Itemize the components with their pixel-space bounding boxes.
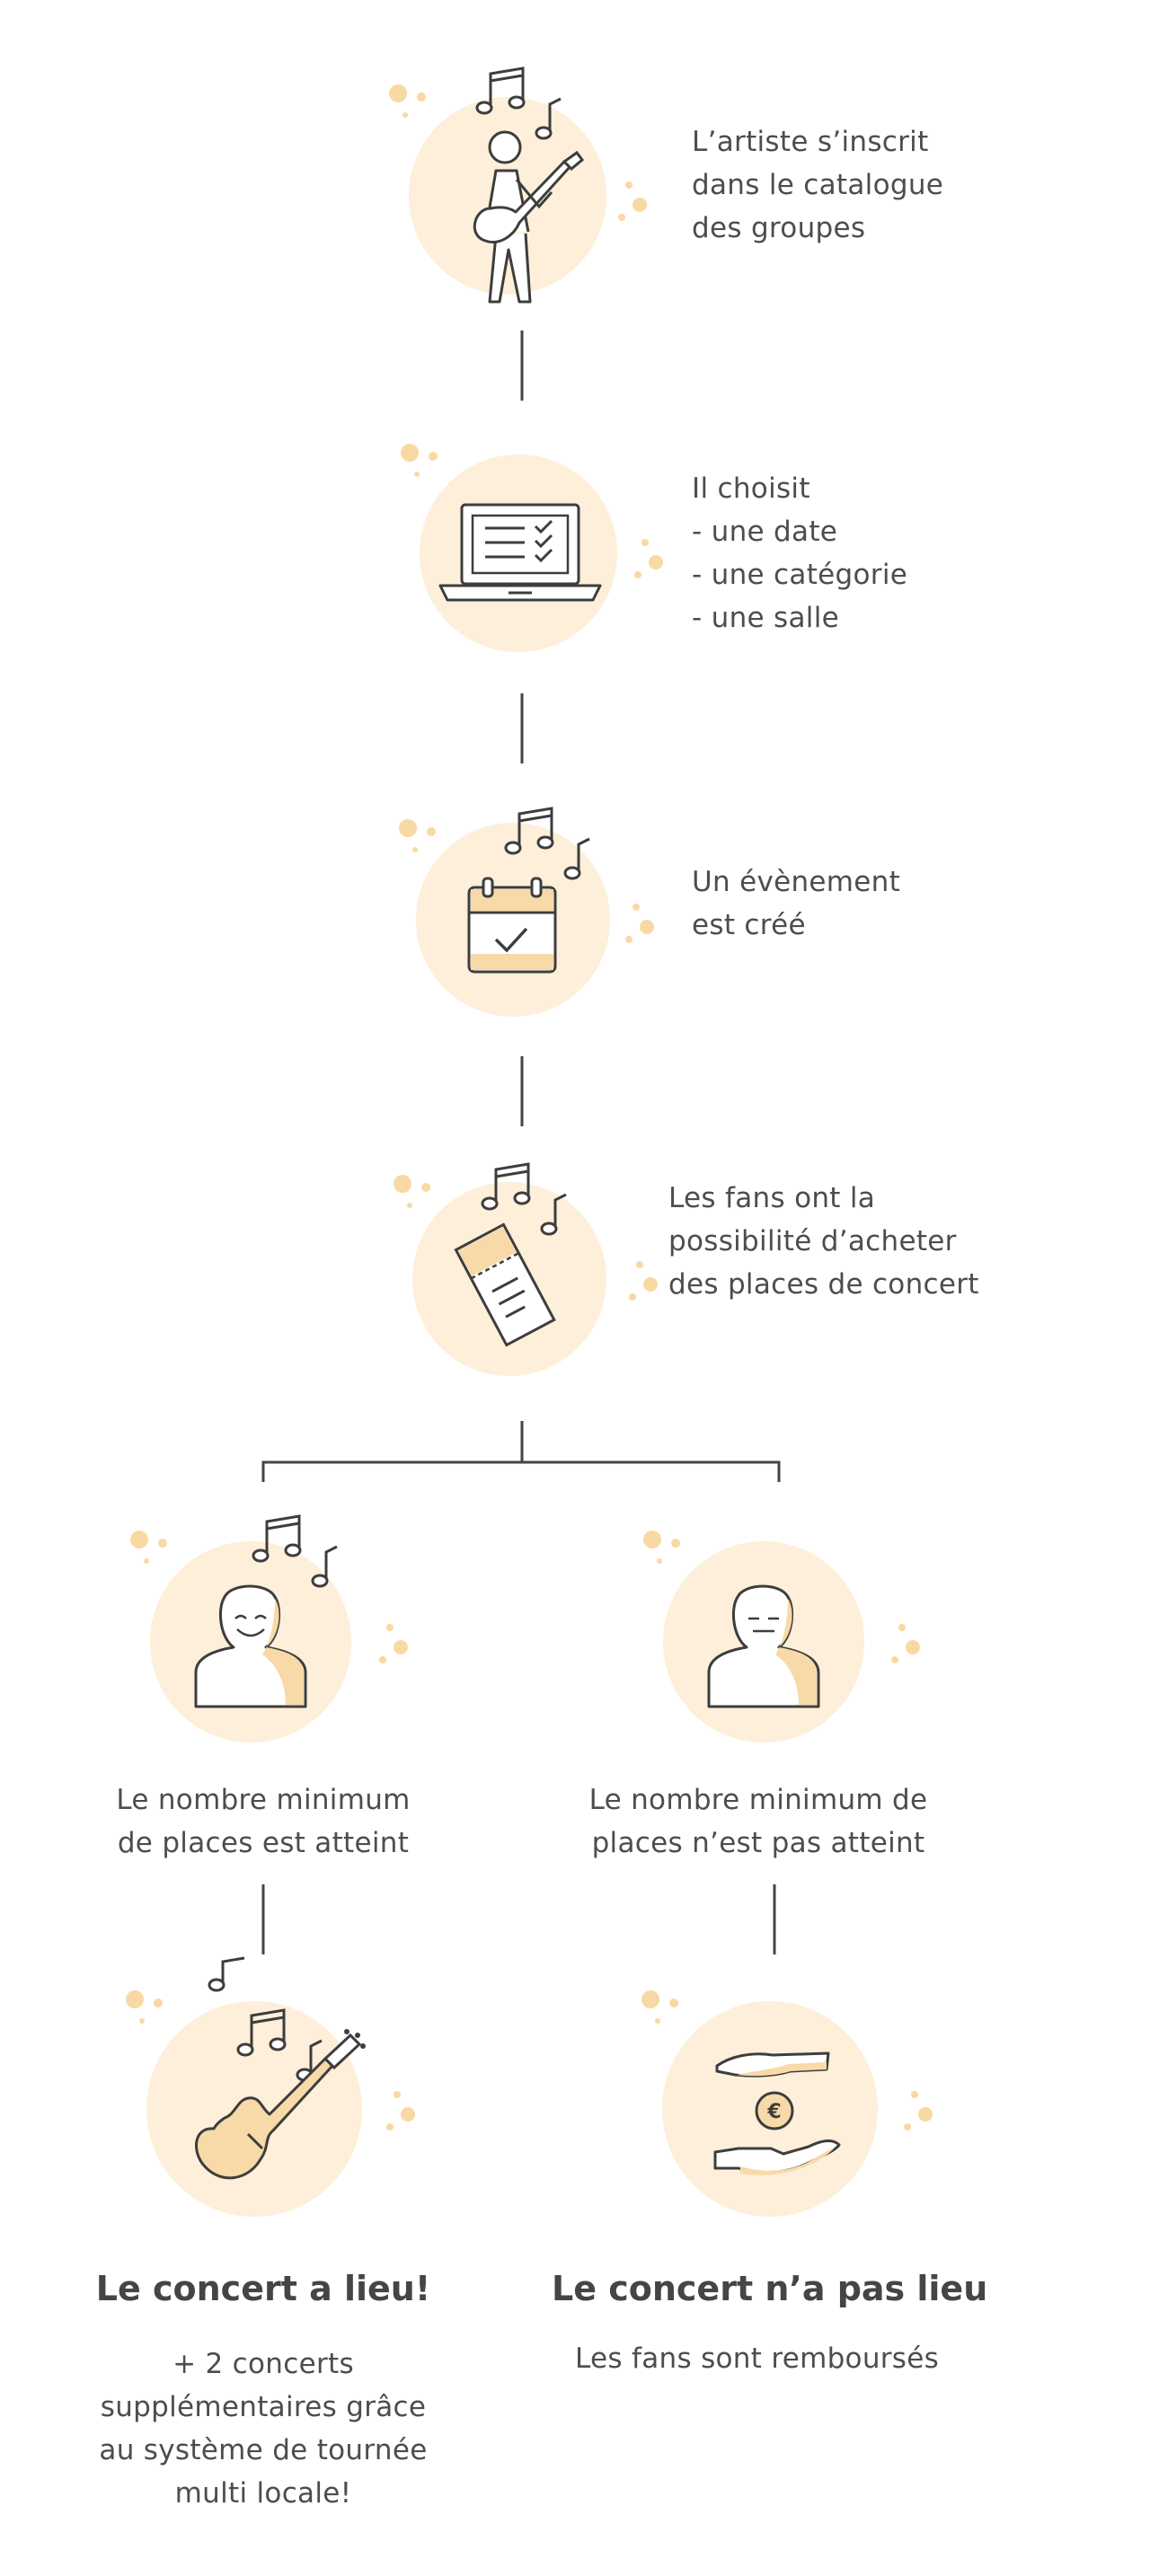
step-2-line-1: Il choisit [692, 472, 810, 505]
step-4-line-3: des places de concert [668, 1268, 979, 1301]
step-2-line-2: - une date [692, 516, 838, 548]
step-4-line-1: Les fans ont la [668, 1182, 876, 1214]
step-4-text: Les fans ont la possibilité d’acheter de… [668, 1177, 979, 1306]
ticket-icon [394, 1162, 658, 1376]
calendar-check-icon [399, 807, 654, 1017]
step-1-line-3: des groupes [692, 212, 866, 244]
step-3-line-1: Un évènement [692, 866, 901, 898]
step-3-text: Un évènement est créé [692, 860, 900, 947]
left-result-line-2: supplémentaires grâce [100, 2391, 427, 2423]
left-result-line-4: multi locale! [174, 2477, 352, 2510]
left-result-line-1: + 2 concerts [172, 2348, 354, 2380]
step-2-line-4: - une salle [692, 602, 840, 634]
right-branch-line-1: Le nombre minimum de [588, 1784, 928, 1816]
left-result-text: + 2 concerts supplémentaires grâce au sy… [66, 2342, 461, 2515]
step-3-line-2: est créé [692, 909, 806, 941]
right-result-line-1: Les fans sont remboursés [575, 2342, 940, 2375]
right-result-text: Les fans sont remboursés [575, 2337, 939, 2380]
hands-euro-icon: € [641, 1990, 933, 2217]
step-2-line-3: - une catégorie [692, 559, 908, 591]
laptop-checklist-icon [401, 444, 663, 652]
right-result-title: Le concert n’a pas lieu [552, 2269, 988, 2308]
svg-text:€: € [766, 2101, 781, 2123]
happy-person-icon [130, 1514, 408, 1742]
step-1-text: L’artiste s’inscrit dans le catalogue de… [692, 120, 943, 250]
right-branch-line-2: places n’est pas atteint [591, 1827, 925, 1859]
step-4-line-2: possibilité d’acheter [668, 1225, 957, 1257]
left-branch-line-2: de places est atteint [117, 1827, 410, 1859]
step-1-line-2: dans le catalogue [692, 169, 944, 201]
left-result-title: Le concert a lieu! [95, 2269, 431, 2308]
connector-lines [261, 331, 781, 1954]
left-result-line-3: au système de tournée [99, 2434, 428, 2466]
left-branch-line-1: Le nombre minimum [116, 1784, 411, 1816]
right-branch-text: Le nombre minimum de places n’est pas at… [570, 1778, 947, 1865]
electric-guitar-icon [126, 1956, 415, 2217]
step-2-text: Il choisit - une date - une catégorie - … [692, 467, 907, 640]
left-branch-text: Le nombre minimum de places est atteint [84, 1778, 443, 1865]
guitarist-icon [389, 66, 647, 304]
step-1-line-1: L’artiste s’inscrit [692, 126, 929, 158]
neutral-person-icon [643, 1531, 920, 1742]
